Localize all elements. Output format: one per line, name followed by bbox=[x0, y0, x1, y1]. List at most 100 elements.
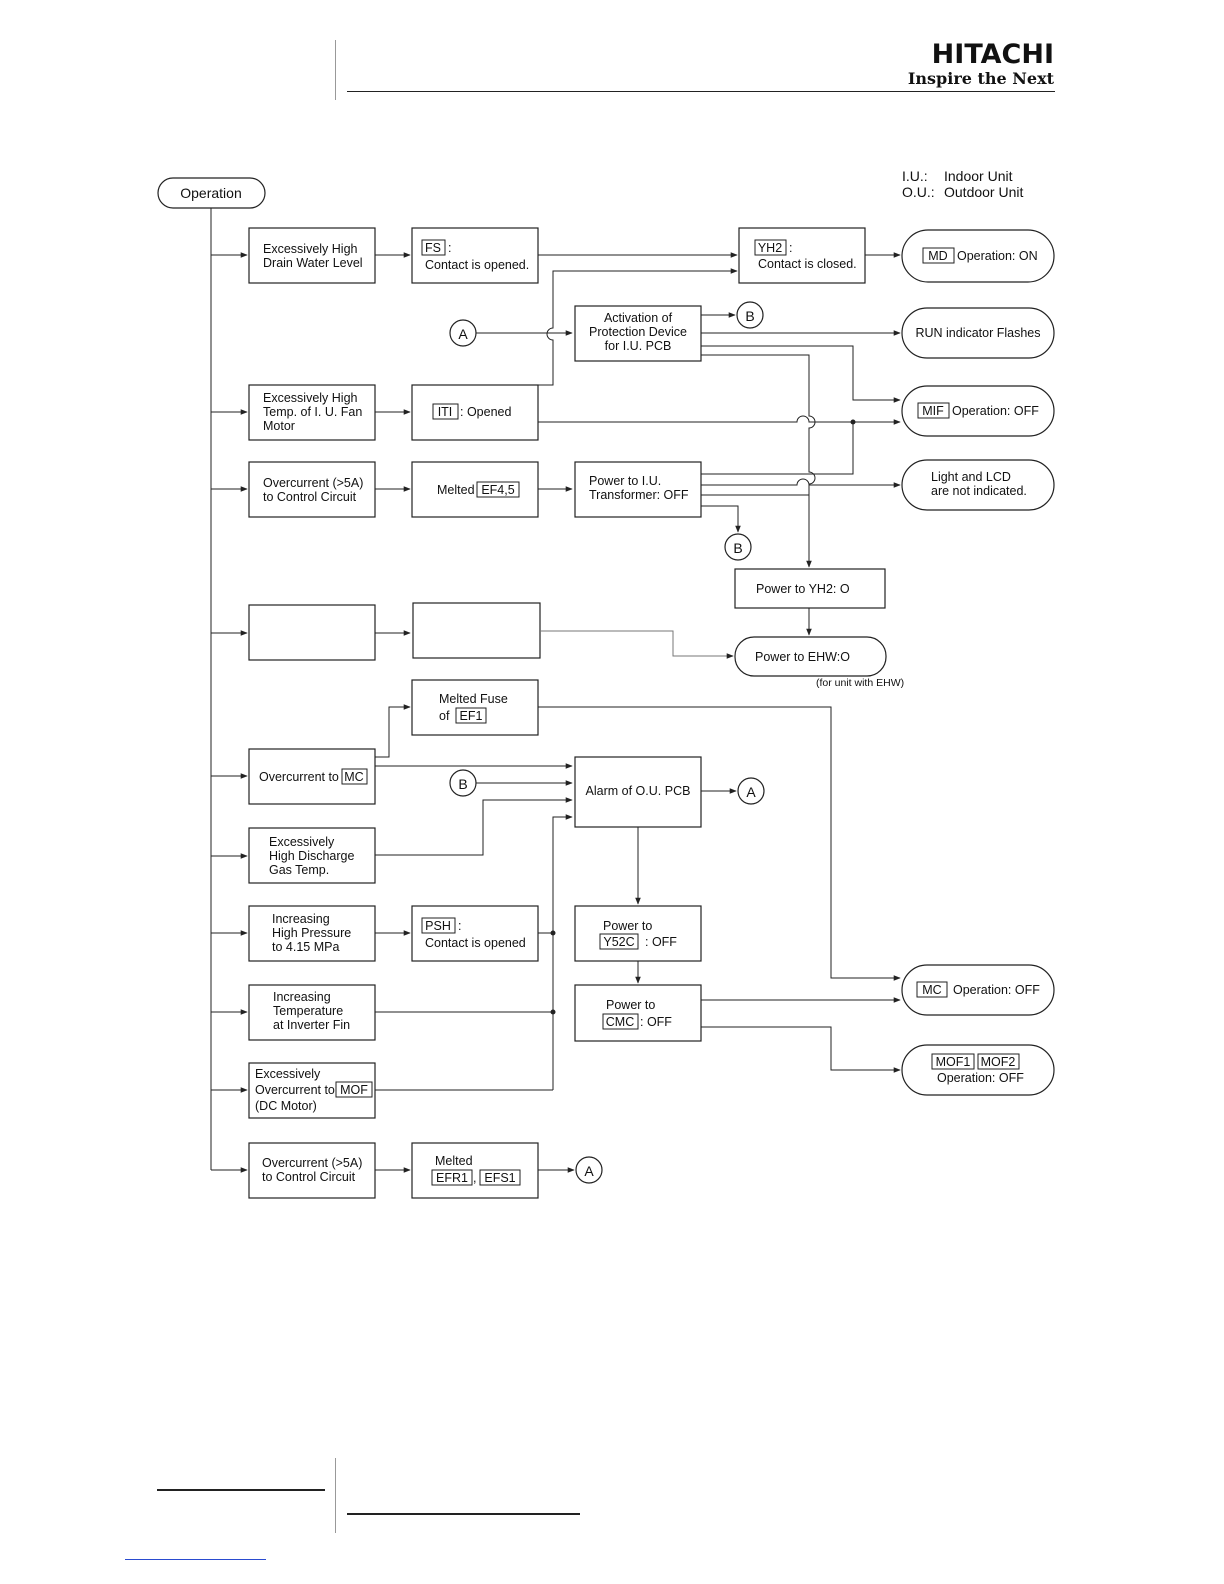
svg-text:Gas Temp.: Gas Temp. bbox=[269, 863, 329, 877]
svg-text:B: B bbox=[745, 308, 754, 324]
svg-text:Light and LCD: Light and LCD bbox=[931, 470, 1011, 484]
svg-text:PSH: PSH bbox=[425, 919, 451, 933]
result-power-ehw: Power to EHW:O bbox=[734, 636, 887, 677]
svg-text:of: of bbox=[439, 709, 450, 723]
footer-divider-vertical bbox=[335, 1458, 336, 1533]
svg-text:A: A bbox=[458, 326, 468, 342]
svg-text:High Discharge: High Discharge bbox=[269, 849, 355, 863]
svg-text:EFS1: EFS1 bbox=[484, 1171, 515, 1185]
step-power-iu-transformer: Power to I.U. Transformer: OFF bbox=[574, 461, 702, 518]
result-mif-off: MIF Operation: OFF bbox=[901, 385, 1055, 437]
svg-text:RUN indicator Flashes: RUN indicator Flashes bbox=[915, 326, 1040, 340]
step-power-cmc: Power to CMC : OFF bbox=[574, 984, 702, 1042]
svg-text:MD: MD bbox=[928, 249, 947, 263]
svg-text:B: B bbox=[733, 540, 742, 556]
svg-text::: : bbox=[448, 241, 451, 255]
ehw-note: (for unit with EHW) bbox=[816, 677, 904, 689]
step-melted-efr1-efs1: Melted EFR1 , EFS1 bbox=[411, 1142, 539, 1199]
svg-text:Melted: Melted bbox=[435, 1154, 473, 1168]
svg-text:Drain Water Level: Drain Water Level bbox=[263, 256, 363, 270]
svg-text:Motor: Motor bbox=[263, 419, 295, 433]
legend-abbr: O.U.: bbox=[902, 184, 935, 200]
step-power-yh2: Power to YH2: O bbox=[734, 568, 886, 609]
start-operation: Operation bbox=[157, 177, 266, 209]
svg-text:MOF: MOF bbox=[340, 1083, 368, 1097]
step-iti-opened: ITI : Opened bbox=[411, 384, 539, 441]
legend-row-iu: I.U.: Indoor Unit bbox=[902, 168, 1023, 184]
svg-text:Alarm of O.U. PCB: Alarm of O.U. PCB bbox=[586, 784, 691, 798]
cause-overcurrent-mc: Overcurrent to MC bbox=[248, 748, 376, 805]
footer-rule-left bbox=[157, 1489, 325, 1491]
step-fs-contact: FS : Contact is opened. bbox=[411, 227, 539, 284]
svg-text:to Control Circuit: to Control Circuit bbox=[263, 490, 357, 504]
svg-text:Overcurrent to: Overcurrent to bbox=[255, 1083, 335, 1097]
connector-a-out-2: A bbox=[575, 1156, 603, 1184]
svg-text:ITI: ITI bbox=[438, 405, 453, 419]
start-label: Operation bbox=[180, 185, 241, 201]
svg-text:Operation: ON: Operation: ON bbox=[957, 249, 1038, 263]
svg-text:are not indicated.: are not indicated. bbox=[931, 484, 1027, 498]
step-melted-fuse-ef1: Melted Fuse of EF1 bbox=[411, 679, 539, 736]
svg-text:A: A bbox=[746, 784, 756, 800]
svg-text:Operation: OFF: Operation: OFF bbox=[937, 1071, 1024, 1085]
result-mof-off: MOF1 MOF2 Operation: OFF bbox=[901, 1044, 1055, 1096]
legend-meaning: Outdoor Unit bbox=[944, 184, 1024, 200]
svg-text:to 4.15 MPa: to 4.15 MPa bbox=[272, 940, 339, 954]
svg-text:to Control Circuit: to Control Circuit bbox=[262, 1170, 356, 1184]
svg-text:Excessively High: Excessively High bbox=[263, 391, 358, 405]
svg-text:Excessively: Excessively bbox=[255, 1067, 321, 1081]
header-divider-vertical bbox=[335, 40, 336, 100]
svg-text:Y52C: Y52C bbox=[603, 935, 634, 949]
cause-inverter-fin-temp: Increasing Temperature at Inverter Fin bbox=[248, 984, 376, 1041]
trunk-branches bbox=[211, 252, 248, 1173]
result-light-lcd: Light and LCD are not indicated. bbox=[901, 459, 1055, 511]
svg-text:: Opened: : Opened bbox=[460, 405, 511, 419]
step-activation-protection: Activation of Protection Device for I.U.… bbox=[574, 305, 702, 362]
svg-text:A: A bbox=[584, 1163, 594, 1179]
svg-text:CMC: CMC bbox=[606, 1015, 634, 1029]
cause-overcurrent-ou: Overcurrent (>5A) to Control Circuit bbox=[248, 1142, 376, 1199]
cause-mof-overcurrent: Excessively Overcurrent to MOF (DC Motor… bbox=[248, 1062, 376, 1119]
svg-text:Operation: OFF: Operation: OFF bbox=[952, 404, 1039, 418]
svg-text:Overcurrent (>5A): Overcurrent (>5A) bbox=[262, 1156, 362, 1170]
svg-text:for I.U. PCB: for I.U. PCB bbox=[605, 339, 672, 353]
footer-rule-right bbox=[347, 1513, 580, 1515]
svg-text:Temp. of I. U. Fan: Temp. of I. U. Fan bbox=[263, 405, 362, 419]
svg-text:Transformer: OFF: Transformer: OFF bbox=[589, 488, 689, 502]
brand-logo: HITACHI Inspire the Next bbox=[908, 40, 1054, 88]
cause-overcurrent-iu: Overcurrent (>5A) to Control Circuit bbox=[248, 461, 376, 518]
brand-name: HITACHI bbox=[931, 39, 1054, 70]
footer-link-underline bbox=[125, 1559, 266, 1560]
svg-text:Excessively High: Excessively High bbox=[263, 242, 358, 256]
svg-text:Excessively: Excessively bbox=[269, 835, 335, 849]
svg-text:Power to EHW:O: Power to EHW:O bbox=[755, 650, 850, 664]
svg-text:Contact is opened.: Contact is opened. bbox=[425, 258, 529, 272]
svg-text:Temperature: Temperature bbox=[273, 1004, 343, 1018]
svg-text:EF4,5: EF4,5 bbox=[481, 483, 514, 497]
svg-text:Power to: Power to bbox=[603, 919, 652, 933]
step-psh-contact: PSH : Contact is opened bbox=[411, 905, 539, 962]
legend: I.U.: Indoor Unit O.U.: Outdoor Unit bbox=[902, 168, 1023, 200]
cause-discharge-temp: Excessively High Discharge Gas Temp. bbox=[248, 827, 376, 884]
step-power-y52c: Power to Y52C : OFF bbox=[574, 905, 702, 962]
legend-abbr: I.U.: bbox=[902, 168, 928, 184]
svg-text:Power to: Power to bbox=[606, 998, 655, 1012]
svg-text:: OFF: : OFF bbox=[640, 1015, 672, 1029]
step-alarm-ou-pcb: Alarm of O.U. PCB bbox=[574, 756, 702, 828]
cause-blank bbox=[248, 604, 376, 661]
svg-text:Power to YH2: O: Power to YH2: O bbox=[756, 582, 850, 596]
svg-text:MOF2: MOF2 bbox=[981, 1055, 1016, 1069]
svg-text:at Inverter Fin: at Inverter Fin bbox=[273, 1018, 350, 1032]
step-melted-ef45: Melted EF4,5 bbox=[411, 461, 539, 518]
legend-meaning: Indoor Unit bbox=[944, 168, 1013, 184]
svg-text:MC: MC bbox=[344, 770, 363, 784]
result-mc-off: MC Operation: OFF bbox=[901, 964, 1055, 1016]
svg-text:Operation: OFF: Operation: OFF bbox=[953, 983, 1040, 997]
header-rule bbox=[347, 91, 1055, 92]
svg-text:,: , bbox=[473, 1171, 476, 1185]
cause-drain-water: Excessively High Drain Water Level bbox=[248, 227, 376, 284]
svg-text:MOF1: MOF1 bbox=[936, 1055, 971, 1069]
connector-b-out-2: B bbox=[724, 533, 752, 561]
connector-a-in-1: A bbox=[449, 319, 477, 347]
connector-b-out-1: B bbox=[736, 301, 764, 329]
